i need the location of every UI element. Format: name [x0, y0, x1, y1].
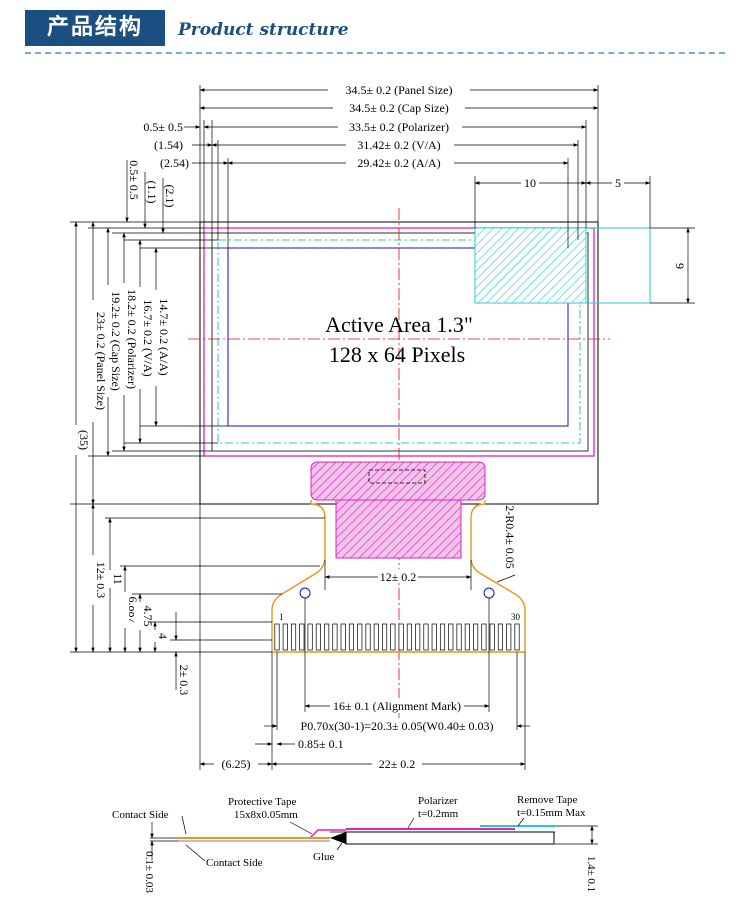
- fpc-pin: [357, 623, 363, 651]
- fpc-pin: [448, 623, 454, 651]
- pin-row: [274, 623, 520, 651]
- dim-pin-pitch: P0.70x(30-1)=20.3± 0.05(W0.40± 0.03): [301, 719, 494, 733]
- bottom-dimension-labels: 12± 0.2 2-R0.4± 0.05 16± 0.1 (Alignment …: [214, 505, 517, 771]
- dim-fpc-11: 11: [111, 573, 125, 585]
- fpc-pin: [291, 623, 297, 651]
- header-bar: 产品结构 Product structure: [0, 0, 750, 60]
- dim-fpc-475: 4.75: [141, 606, 155, 627]
- fpc-pin: [464, 623, 470, 651]
- label-contact-side-bottom: Contact Side: [206, 857, 263, 869]
- fpc-pin: [382, 623, 388, 651]
- fpc-pin: [332, 623, 338, 651]
- label-remove-tape: Remove Tape: [517, 794, 578, 806]
- fpc-outline: [271, 500, 526, 653]
- fpc-pin: [373, 623, 379, 651]
- ic-chip: [310, 461, 486, 559]
- dim-pol-offset: 0.5± 0.5: [143, 120, 183, 134]
- top-dimension-labels: 34.5± 0.2 (Panel Size) 34.5± 0.2 (Cap Si…: [143, 82, 687, 269]
- fpc-pin: [274, 623, 280, 651]
- fpc-pin: [473, 623, 479, 651]
- dim-aa-height: 14.7± 0.2 (A/A): [157, 298, 171, 375]
- dim-fpc-2: 2± 0.3: [177, 665, 191, 696]
- fpc-pin: [514, 623, 520, 651]
- section-subtitle: Product structure: [178, 20, 349, 40]
- left-dimension-labels: 0.5± 0.5 (1.1) (2.1) 14.7± 0.2 (A/A) 16.…: [70, 160, 191, 695]
- dim-cap-width: 34.5± 0.2 (Cap Size): [349, 101, 449, 115]
- dim-neck-width: 12± 0.2: [380, 570, 417, 584]
- alignment-mark-left: [299, 587, 311, 599]
- fpc-pin: [324, 623, 330, 651]
- top-dimension-lines: [184, 85, 695, 304]
- alignment-mark-right: [483, 587, 495, 599]
- active-area-title: Active Area 1.3": [325, 312, 473, 337]
- fpc-pin: [456, 623, 462, 651]
- dim-total-height: (35): [77, 430, 91, 450]
- dim-detail-9: 9: [673, 263, 687, 269]
- dim-panel-height: 23± 0.2 (Panel Size): [94, 312, 108, 410]
- dim-pad-width: 0.85± 0.1: [298, 737, 344, 751]
- corner-detail: [474, 227, 651, 304]
- label-polarizer-thickness: t=0.2mm: [418, 808, 459, 820]
- dim-radius: 2-R0.4± 0.05: [503, 505, 517, 569]
- section-title: 产品结构: [25, 10, 165, 46]
- dim-panel-width: 34.5± 0.2 (Panel Size): [346, 83, 453, 97]
- dim-fpc-offset: (6.25): [222, 757, 251, 771]
- dim-va-offset: (1.54): [154, 138, 183, 152]
- fpc-pin: [481, 623, 487, 651]
- active-area-pixels: 128 x 64 Pixels: [329, 342, 465, 367]
- dim-aa-offset: (2.54): [160, 156, 189, 170]
- dim-fpc-4: 4: [156, 633, 170, 639]
- fpc-pin: [439, 623, 446, 651]
- label-glue: Glue: [313, 851, 335, 863]
- label-protective-tape: Protective Tape: [228, 796, 296, 808]
- fpc-pin: [423, 623, 429, 651]
- dim-fpc-width: 22± 0.2: [379, 757, 416, 771]
- fpc-pin: [398, 623, 404, 651]
- label-fpc-thickness: 0.1± 0.03: [143, 851, 155, 893]
- dim-cap-height: 19.2± 0.2 (Cap Size): [109, 291, 123, 391]
- label-contact-side-top: Contact Side: [112, 809, 169, 821]
- pin-first-label: 1: [279, 612, 284, 622]
- label-protective-tape-size: 15x8x0.05mm: [234, 809, 298, 821]
- dim-v-offset-05: 0.5± 0.5: [127, 160, 141, 200]
- fpc-pin: [431, 623, 437, 651]
- pin-last-label: 30: [511, 612, 521, 622]
- fpc-pin: [506, 623, 512, 651]
- side-view: Contact Side Contact Side Protective Tap…: [112, 794, 598, 893]
- label-panel-thickness: 1.4± 0.1: [585, 856, 597, 892]
- fpc-pin: [348, 623, 355, 651]
- dim-va-height: 16.7± 0.2 (V/A): [141, 299, 155, 376]
- label-polarizer: Polarizer: [418, 795, 458, 807]
- fpc-pin: [406, 623, 412, 651]
- fpc-pin: [390, 623, 396, 651]
- fpc-pin: [489, 623, 495, 651]
- header-divider: [25, 52, 725, 54]
- dim-polarizer-height: 18.2± 0.2 (Polarizer): [125, 289, 139, 389]
- fpc-pin: [282, 623, 288, 651]
- fpc-pin: [497, 623, 504, 651]
- fpc-pin: [340, 623, 346, 651]
- dim-va-width: 31.42± 0.2 (V/A): [357, 138, 440, 152]
- fpc-pin: [299, 623, 305, 651]
- fpc-pin: [315, 623, 321, 651]
- dim-detail-5: 5: [615, 176, 621, 190]
- dim-alignment-mark: 16± 0.1 (Alignment Mark): [333, 699, 461, 713]
- fpc-pin: [365, 623, 371, 651]
- fpc-pin: [415, 623, 421, 651]
- dim-detail-10: 10: [524, 176, 536, 190]
- fpc-pin: [307, 623, 313, 651]
- dim-v-offset-11: (1.1): [145, 181, 159, 204]
- dim-aa-width: 29.42± 0.2 (A/A): [357, 156, 440, 170]
- dim-polarizer-width: 33.5± 0.2 (Polarizer): [349, 120, 449, 134]
- dim-v-offset-21: (2.1): [163, 185, 177, 208]
- label-remove-tape-thickness: t=0.15mm Max: [517, 807, 586, 819]
